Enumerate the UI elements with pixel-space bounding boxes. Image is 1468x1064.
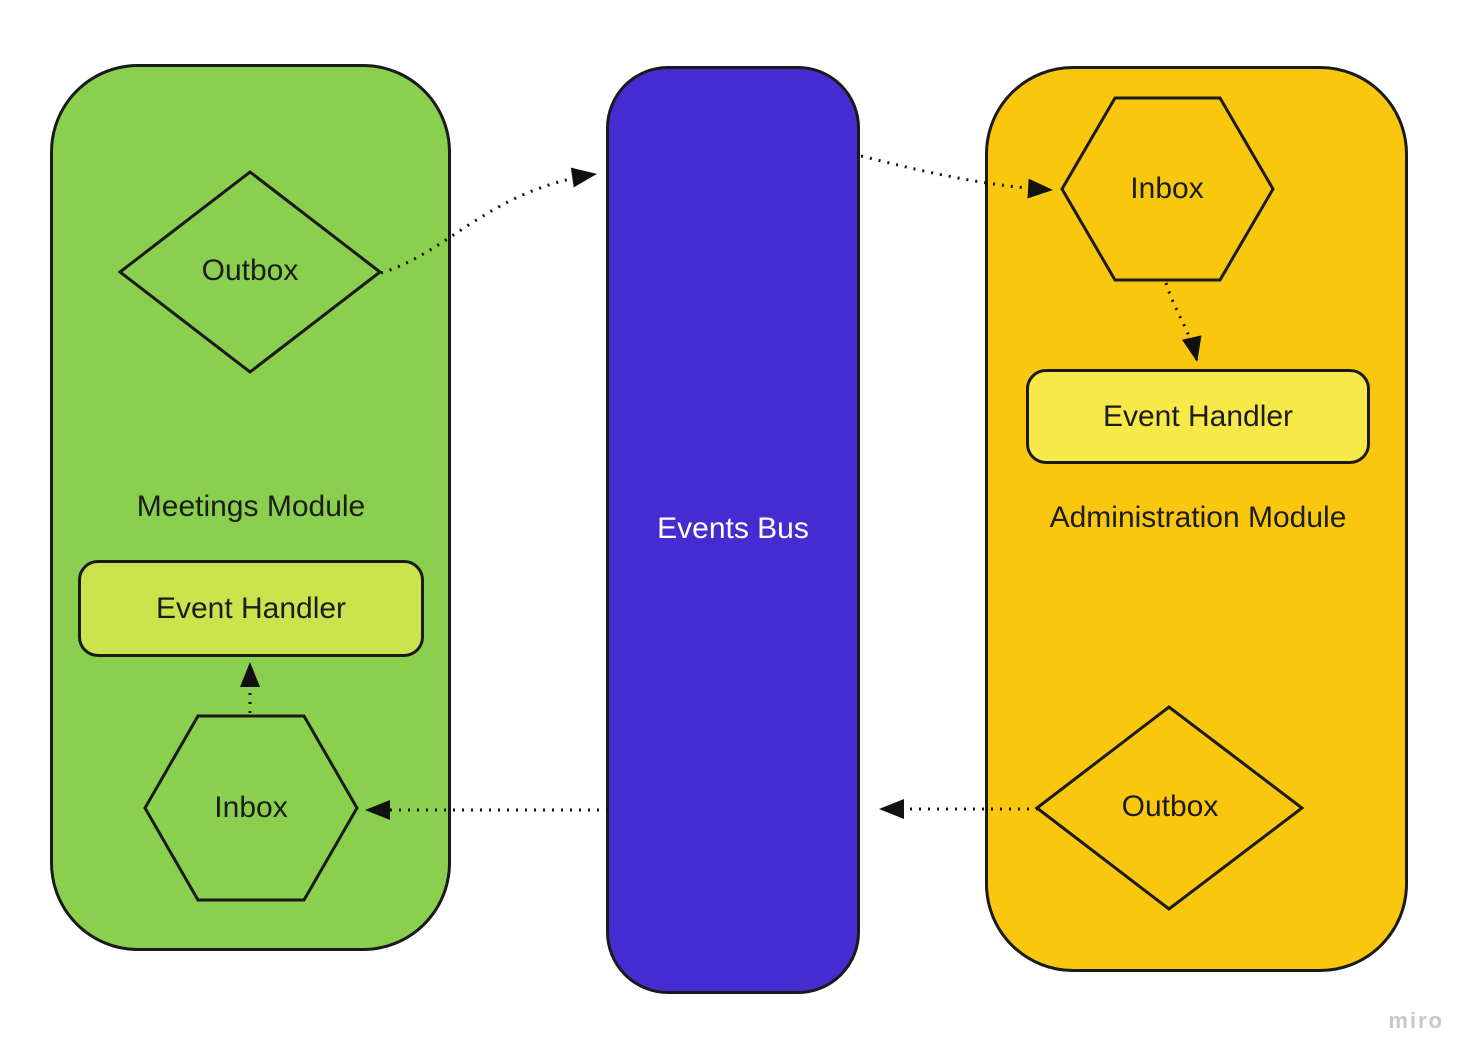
administration-inbox-label: Inbox — [1130, 172, 1204, 205]
administration-event-handler-box: Event Handler — [1026, 369, 1370, 464]
administration-event-handler-label: Event Handler — [1102, 399, 1294, 433]
meetings-module-title: Meetings Module — [136, 490, 366, 523]
meetings-outbox-label: Outbox — [201, 254, 299, 287]
events-bus-container — [606, 66, 860, 994]
miro-watermark: miro — [1388, 1008, 1444, 1033]
meetings-inbox-label: Inbox — [214, 791, 288, 824]
meetings-event-handler-label: Event Handler — [155, 591, 347, 625]
administration-module-title: Administration Module — [1049, 501, 1347, 534]
events-bus-title: Events Bus — [657, 512, 809, 545]
administration-outbox-label: Outbox — [1121, 790, 1219, 823]
meetings-event-handler-box: Event Handler — [78, 560, 424, 657]
